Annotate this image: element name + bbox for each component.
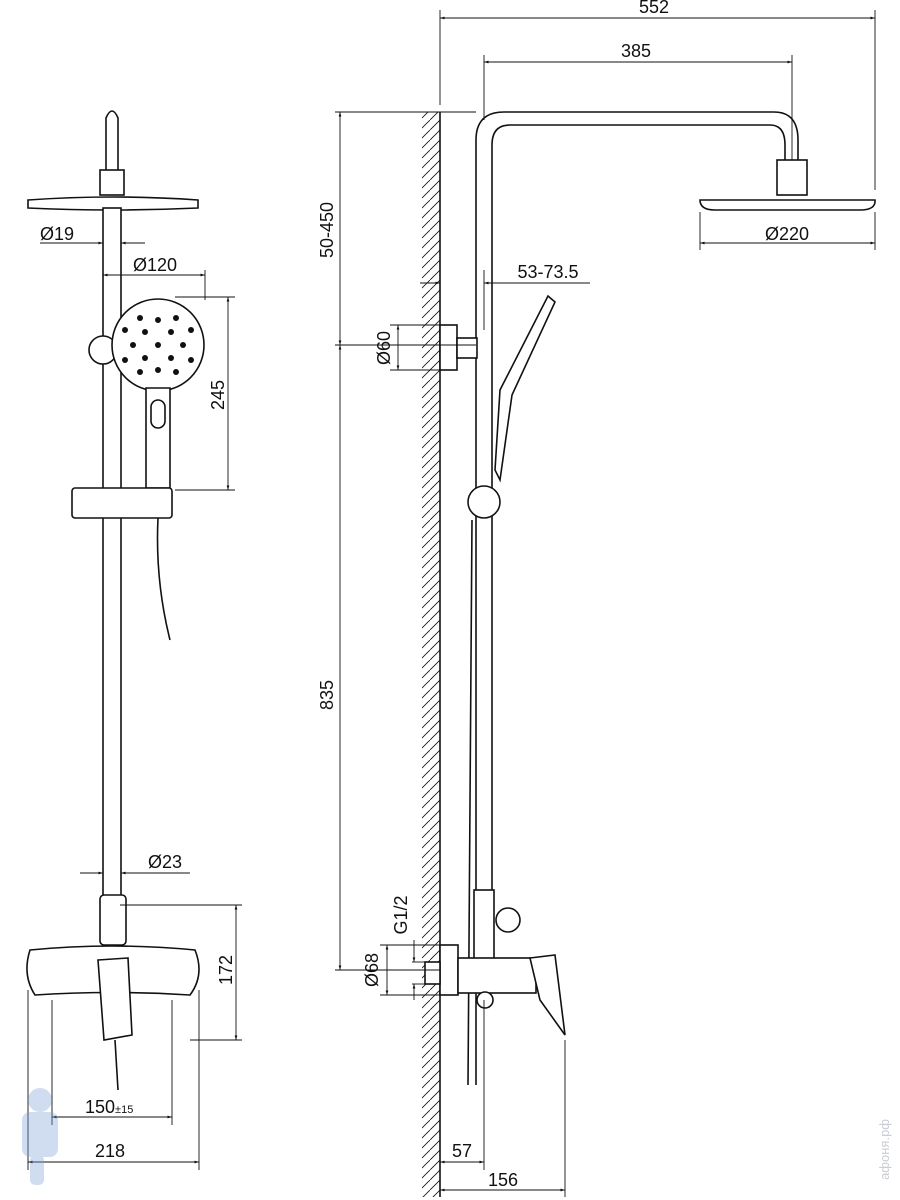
rain-head-side (699, 199, 876, 211)
diverter-knob (495, 907, 521, 933)
top-pipe (105, 110, 119, 170)
hose-lower (114, 1039, 119, 1091)
wall-bracket-side (439, 324, 458, 371)
dim-pipe-diameter: Ø19 (40, 224, 74, 244)
dim-rail-height: 835 (317, 680, 337, 710)
dim-thread: G1/2 (391, 895, 411, 934)
dim-mixer-width: 218 (95, 1141, 125, 1161)
handle-button (150, 399, 166, 429)
side-dimensions (335, 10, 876, 1197)
watermark-text: афоня.рф (877, 1119, 892, 1180)
diverter-side (473, 889, 495, 961)
mixer-body-side (457, 957, 537, 994)
dim-rail-diameter: Ø23 (148, 852, 182, 872)
head-connector (99, 169, 125, 196)
bracket-arm (456, 337, 478, 359)
slider-holder (71, 487, 173, 519)
front-view (26, 110, 205, 1091)
dim-head-diameter: Ø220 (765, 224, 809, 244)
dim-mixer-depth: 57 (452, 1141, 472, 1161)
dim-inlet-spacing: 150±15 (85, 1097, 133, 1117)
plumber-logo-watermark (22, 1088, 58, 1185)
mixer-lever (97, 957, 133, 1041)
rail (102, 207, 122, 909)
hose (156, 517, 171, 641)
outlet-nut (476, 991, 494, 1009)
spray-nozzles (122, 315, 194, 375)
mixer-lever-side (529, 954, 566, 1036)
side-view (422, 111, 876, 1197)
hose-side (467, 519, 473, 1086)
dim-flange-diameter: Ø68 (362, 953, 382, 987)
dim-arm-reach: 385 (621, 41, 651, 61)
diverter (99, 894, 127, 946)
dim-mixer-height: 172 (216, 955, 236, 985)
overhead-arm-inner (491, 124, 786, 890)
front-dimensions (27, 241, 242, 1170)
inlet-thread (424, 961, 441, 985)
slider-side (467, 485, 501, 519)
head-connector-side (776, 159, 808, 196)
dim-mixer-projection: 156 (488, 1170, 518, 1190)
dim-bracket-diameter: Ø60 (374, 331, 394, 365)
wall-hatch (422, 112, 440, 1197)
flange (439, 944, 459, 996)
hand-shower-side (494, 294, 556, 483)
overhead-arm-outer (475, 111, 799, 1085)
dim-wall-offset: 53-73.5 (517, 262, 578, 282)
dim-total-reach: 552 (639, 0, 669, 17)
dim-hand-shower-diameter: Ø120 (133, 255, 177, 275)
dim-hand-shower-height: 245 (208, 380, 228, 410)
dim-top-height: 50-450 (317, 202, 337, 258)
rain-head (27, 196, 199, 211)
